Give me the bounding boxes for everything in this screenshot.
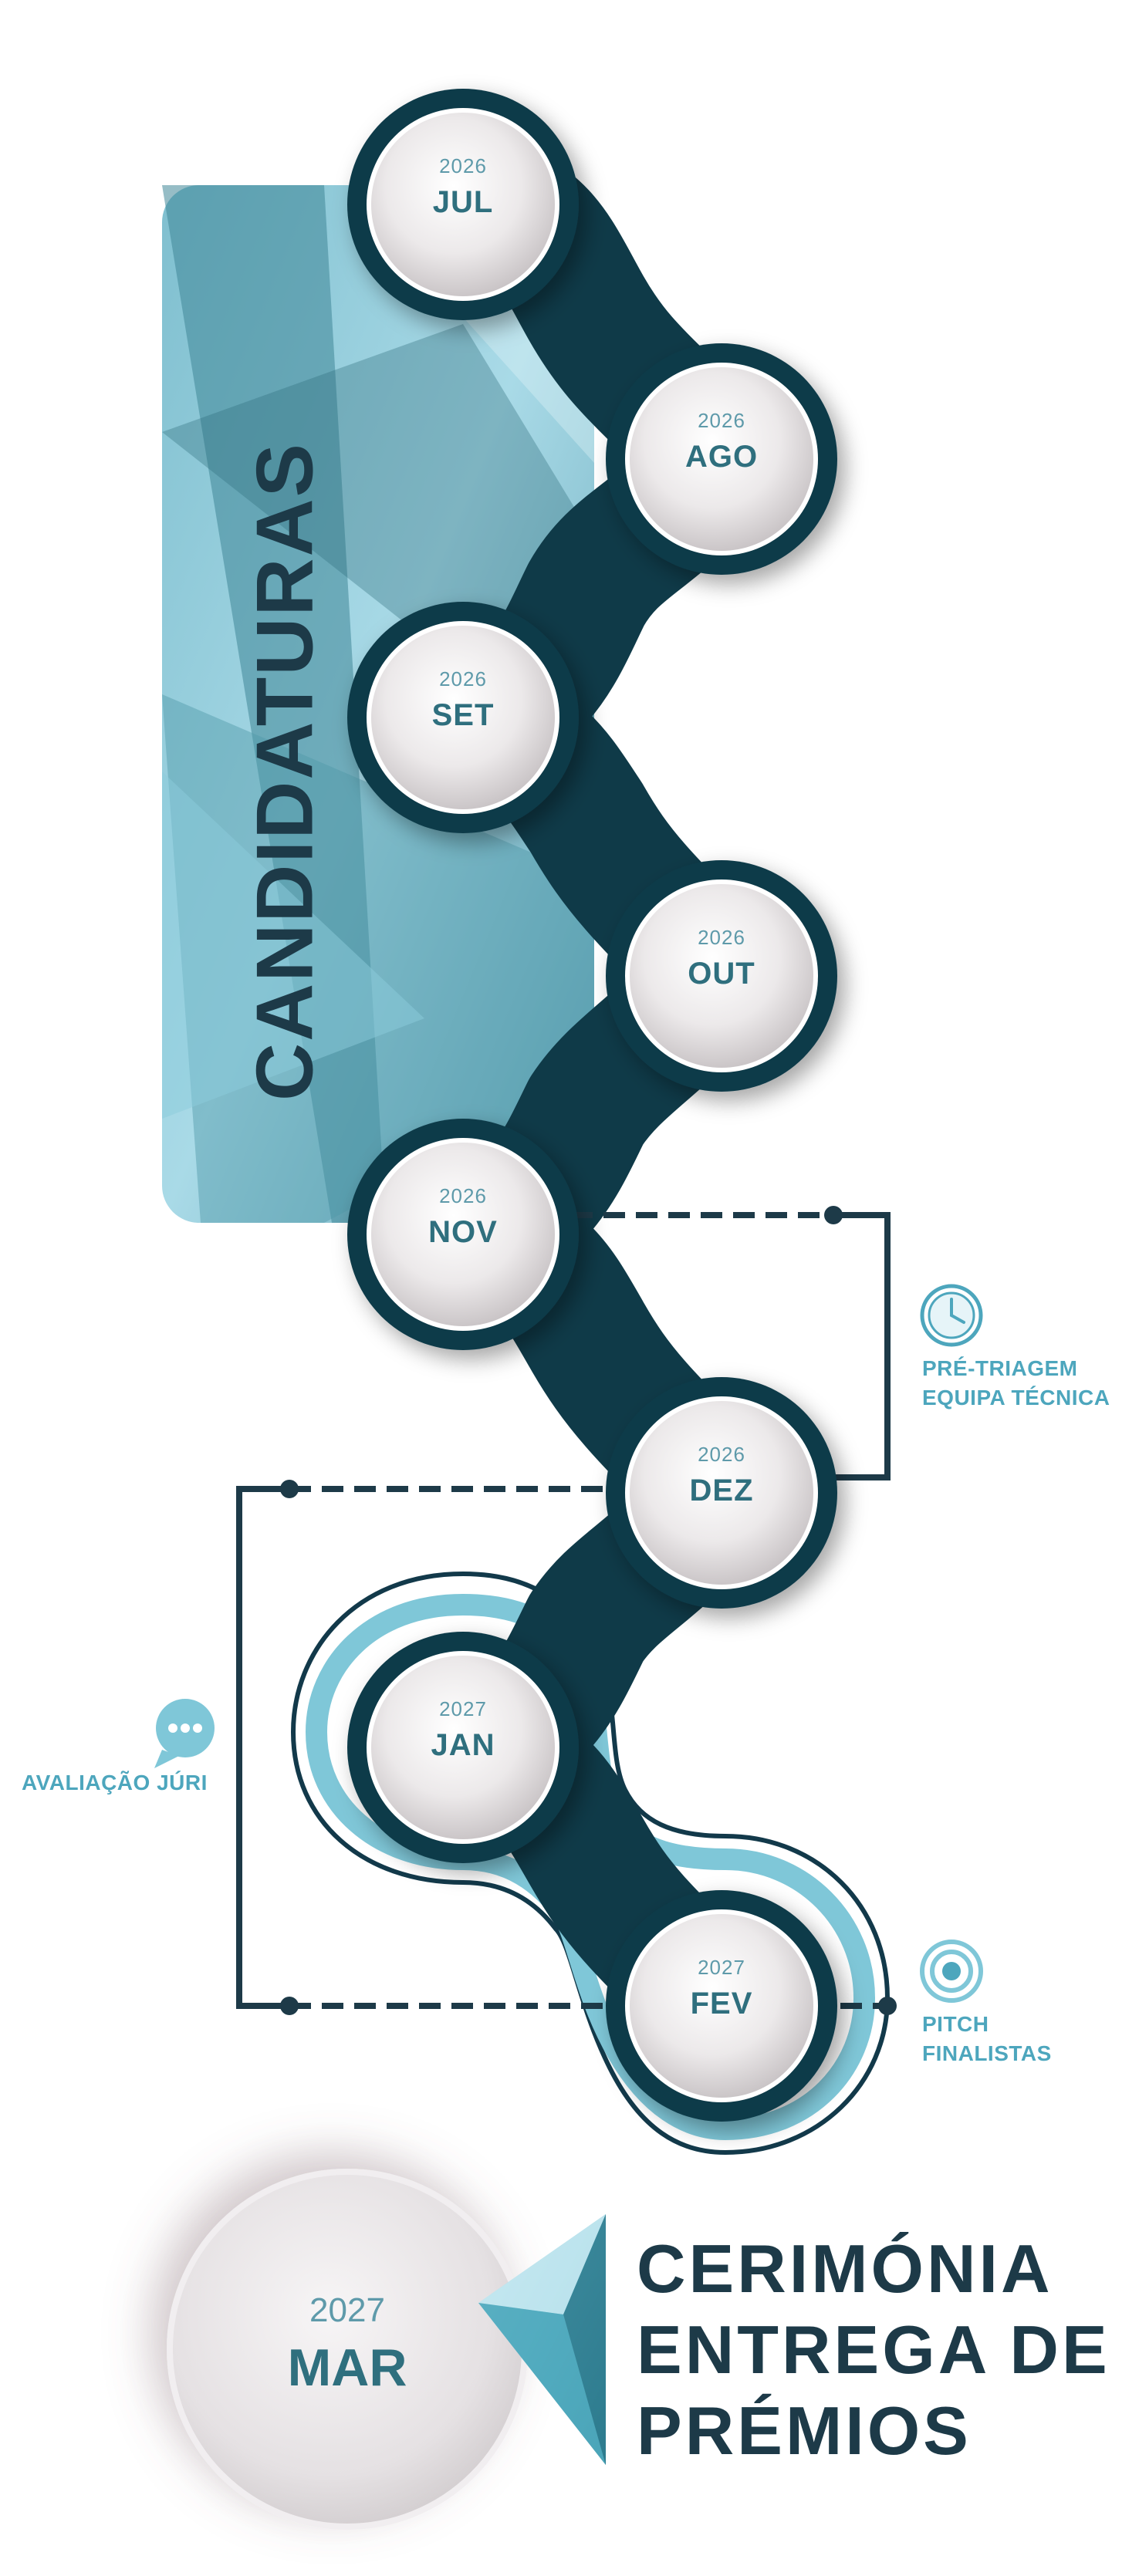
node-month-set: SET	[431, 698, 495, 732]
pretriagem-label: PRÉ-TRIAGEM EQUIPA TÉCNICA	[922, 1354, 1110, 1413]
node-year-nov: 2026	[439, 1184, 487, 1207]
avaliacao-label: AVALIAÇÃO JÚRI	[22, 1768, 208, 1798]
node-month-jan: JAN	[431, 1728, 495, 1762]
final-event-year: 2027	[309, 2291, 385, 2329]
pretriagem-line1: PRÉ-TRIAGEM	[922, 1356, 1078, 1380]
target-icon	[920, 1940, 983, 2003]
node-month-dez: DEZ	[689, 1474, 754, 1507]
pitch-label: PITCH FINALISTAS	[922, 2010, 1052, 2068]
node-jul	[347, 89, 579, 320]
node-set	[347, 602, 579, 833]
node-year-fev: 2027	[698, 1956, 745, 1979]
pretriagem-line2: EQUIPA TÉCNICA	[922, 1386, 1110, 1410]
final-event-month: MAR	[287, 2338, 407, 2397]
candidaturas-band	[162, 185, 594, 1223]
pitch-line1: PITCH	[922, 2012, 989, 2036]
node-fev	[606, 1890, 837, 2122]
diamond-icon	[478, 2214, 606, 2465]
final-title-line1: CERIMÓNIA	[637, 2230, 1053, 2307]
pretriagem-bracket	[571, 1206, 891, 1480]
node-month-out: OUT	[688, 957, 755, 991]
node-year-out: 2026	[698, 926, 745, 949]
phase-label: CANDIDATURAS	[240, 441, 330, 1102]
node-month-fev: FEV	[690, 1987, 753, 2021]
node-dez	[606, 1377, 837, 1609]
final-title-line3: PRÉMIOS	[637, 2392, 972, 2469]
node-year-set: 2026	[439, 667, 487, 690]
node-year-jan: 2027	[439, 1697, 487, 1720]
node-out	[606, 860, 837, 1092]
node-year-ago: 2026	[698, 409, 745, 432]
node-year-dez: 2026	[698, 1443, 745, 1466]
node-ago	[606, 343, 837, 575]
final-title-line2: ENTREGA DE	[637, 2311, 1110, 2388]
node-jan	[347, 1632, 579, 1863]
node-month-jul: JUL	[432, 185, 494, 219]
clock-icon	[920, 1284, 983, 1347]
chat-bubble-icon	[154, 1699, 215, 1768]
node-month-ago: AGO	[684, 440, 759, 474]
node-nov	[347, 1119, 579, 1350]
pitch-line2: FINALISTAS	[922, 2041, 1052, 2065]
node-month-nov: NOV	[428, 1215, 498, 1249]
avaliacao-line1: AVALIAÇÃO JÚRI	[22, 1771, 208, 1794]
node-year-jul: 2026	[439, 154, 487, 177]
